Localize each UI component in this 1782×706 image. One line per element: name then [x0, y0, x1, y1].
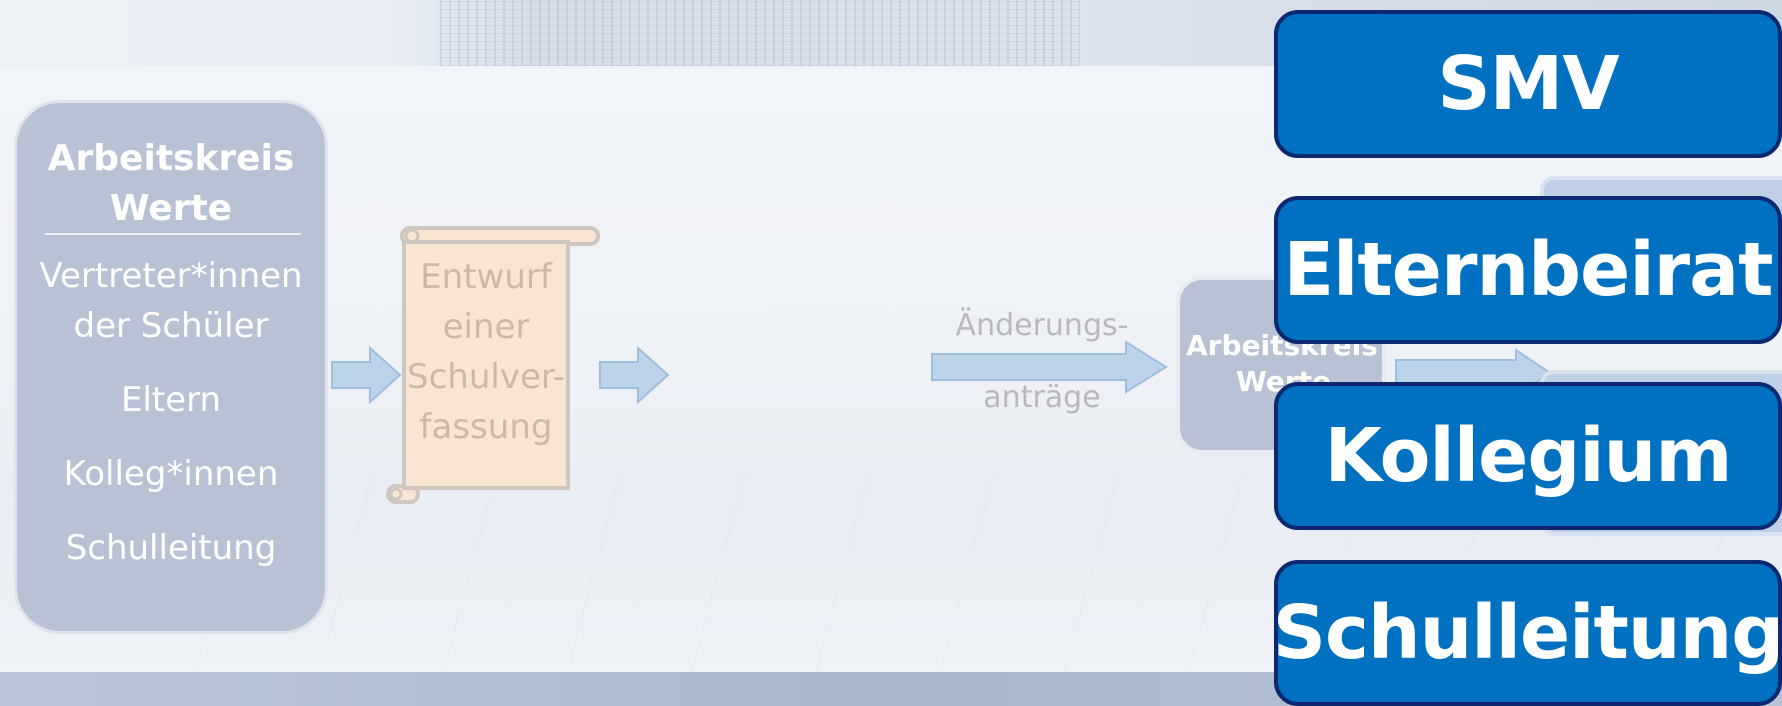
title-divider	[45, 233, 301, 235]
scroll-text: Entwurf einer Schulver- fassung	[402, 252, 570, 452]
changes-arrow	[930, 340, 1170, 394]
stakeholder-pill-smv: SMV	[1274, 10, 1782, 158]
scroll-line-4: fassung	[402, 402, 570, 452]
member-line-5: Schulleitung	[17, 523, 325, 573]
background-window-grid	[440, 0, 1080, 66]
stakeholder-label-kollegium: Kollegium	[1325, 413, 1732, 499]
scroll-line-3: Schulver-	[402, 352, 570, 402]
member-line-4: Kolleg*innen	[17, 449, 325, 499]
stakeholder-pill-schulleitung: Schulleitung	[1274, 560, 1782, 706]
member-line-3: Eltern	[17, 375, 325, 425]
stakeholder-label-schulleitung: Schulleitung	[1273, 590, 1782, 676]
arbeitskreis-box: Arbeitskreis Werte Vertreter*innen der S…	[14, 100, 328, 634]
member-line-1: Vertreter*innen	[17, 251, 325, 301]
scroll-line-1: Entwurf	[402, 252, 570, 302]
changes-label-line1: Änderungs-	[932, 308, 1152, 343]
stakeholder-label-smv: SMV	[1437, 41, 1618, 127]
arbeitskreis-title-line1: Arbeitskreis	[17, 131, 325, 187]
draft-scroll: Entwurf einer Schulver- fassung	[384, 222, 604, 510]
stakeholder-label-elternbeirat: Elternbeirat	[1284, 227, 1773, 313]
arbeitskreis-title-line2: Werte	[17, 181, 325, 237]
stakeholder-pill-kollegium: Kollegium	[1274, 382, 1782, 530]
stakeholder-pill-elternbeirat: Elternbeirat	[1274, 196, 1782, 344]
flow-arrow-2	[598, 346, 670, 404]
member-line-2: der Schüler	[17, 301, 325, 351]
scroll-line-2: einer	[402, 302, 570, 352]
